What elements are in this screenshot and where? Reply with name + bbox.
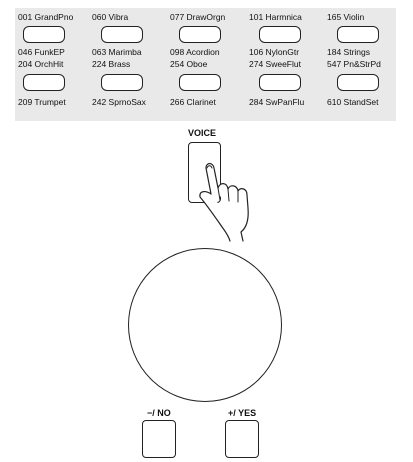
voice-label: 001 GrandPno [18,12,74,22]
voice-panel-button-3[interactable] [179,26,221,43]
voice-panel-button-10[interactable] [337,74,379,91]
yes-button[interactable] [225,420,259,458]
voice-label: 106 NylonGtr [249,47,300,57]
voice-label: 274 SweeFlut [249,59,301,69]
voice-panel-button-7[interactable] [101,74,143,91]
no-button[interactable] [142,420,176,458]
voice-label: 098 Acordion [170,47,220,57]
voice-label: 184 Strings [327,47,370,57]
voice-label: 077 DrawOrgn [170,12,226,22]
voice-panel-button-9[interactable] [259,74,301,91]
yes-button-caption: +/ YES [228,408,257,418]
voice-label: 242 SprnoSax [92,97,146,107]
voice-label: 101 Harmnica [249,12,302,22]
voice-label: 610 StandSet [327,97,379,107]
voice-label: 046 FunkEP [18,47,65,57]
voice-panel-button-5[interactable] [337,26,379,43]
voice-panel: 001 GrandPno 060 Vibra 077 DrawOrgn 101 … [15,8,396,121]
voice-label: 060 Vibra [92,12,129,22]
voice-label: 266 Clarinet [170,97,216,107]
voice-panel-button-2[interactable] [101,26,143,43]
pressing-hand-icon [199,162,249,242]
no-button-caption: −/ NO [147,408,171,418]
voice-label: 209 Trumpet [18,97,66,107]
voice-panel-button-6[interactable] [23,74,65,91]
voice-button-caption: VOICE [188,128,217,138]
voice-panel-button-1[interactable] [23,26,65,43]
voice-label: 063 Marimba [92,47,142,57]
voice-label: 204 OrchHit [18,59,64,69]
voice-label: 284 SwPanFlu [249,97,305,107]
data-dial[interactable] [128,248,282,402]
voice-label: 547 Pn&StrPd [327,59,381,69]
voice-label: 165 Violin [327,12,365,22]
voice-label: 254 Oboe [170,59,208,69]
voice-panel-button-8[interactable] [179,74,221,91]
voice-label: 224 Brass [92,59,131,69]
voice-panel-button-4[interactable] [259,26,301,43]
